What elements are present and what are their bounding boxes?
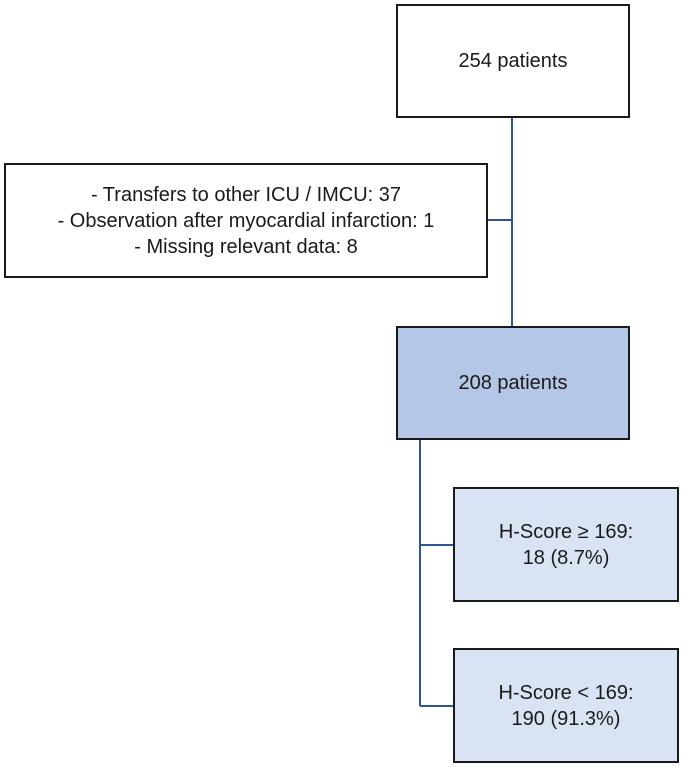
low-h-score-criterion: H-Score < 169: bbox=[498, 681, 634, 704]
exclusion-item-transfers: - Transfers to other ICU / IMCU: 37 bbox=[90, 183, 402, 206]
exclusion-item-myocardial-infarction: - Observation after myocardial infarctio… bbox=[57, 209, 435, 232]
total-patients-label: 254 patients bbox=[458, 50, 568, 72]
high-h-score-criterion: H-Score ≥ 169: bbox=[498, 520, 634, 543]
exclusion-item-missing-data: - Missing relevant data: 8 bbox=[134, 235, 358, 258]
high-h-score-box: H-Score ≥ 169: 18 (8.7%) bbox=[453, 487, 679, 602]
exclusions-box: - Transfers to other ICU / IMCU: 37 - Ob… bbox=[4, 163, 488, 278]
included-patients-label: 208 patients bbox=[458, 372, 568, 394]
low-h-score-box: H-Score < 169: 190 (91.3%) bbox=[453, 648, 679, 763]
included-patients-box: 208 patients bbox=[396, 326, 630, 440]
total-patients-box: 254 patients bbox=[396, 4, 630, 118]
low-h-score-count: 190 (91.3%) bbox=[511, 707, 621, 730]
high-h-score-count: 18 (8.7%) bbox=[522, 546, 610, 569]
